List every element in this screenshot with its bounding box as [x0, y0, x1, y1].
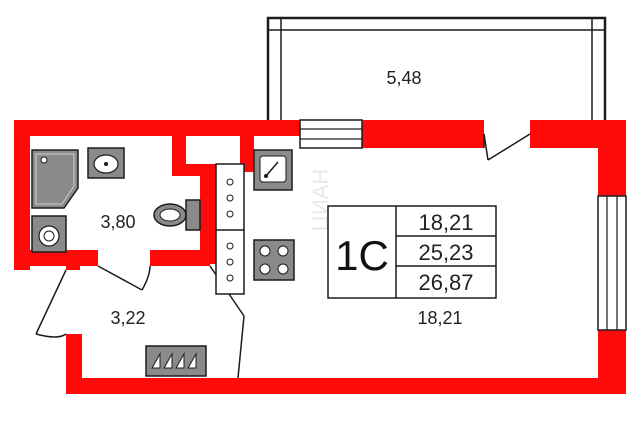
balcony-door — [483, 133, 531, 161]
unit-type-label: 1С — [335, 232, 389, 279]
total-area-value: 25,23 — [418, 240, 473, 265]
kitchen-sink-icon — [253, 149, 293, 191]
bathroom-area-label: 3,80 — [100, 212, 135, 232]
stove-icon — [253, 239, 295, 281]
total-area-with-balcony-value: 26,87 — [418, 270, 473, 295]
walls — [14, 120, 626, 394]
area-table: 1С 18,21 25,23 26,87 — [327, 205, 497, 299]
radiator-icon — [145, 345, 207, 377]
window-right — [597, 195, 627, 331]
bathroom-door — [97, 265, 151, 291]
shower-tray-icon — [31, 149, 79, 209]
washing-machine-icon — [31, 215, 67, 253]
window-top — [299, 119, 363, 149]
bathroom-sink-icon — [87, 147, 125, 179]
kitchen-cabinets — [215, 163, 245, 295]
hallway-area-label: 3,22 — [110, 308, 145, 328]
balcony-area-label: 5,48 — [386, 68, 421, 88]
entry-door — [35, 269, 67, 338]
living-area-value: 18,21 — [418, 210, 473, 235]
main-room-area-label: 18,21 — [417, 308, 462, 328]
balcony — [266, 16, 607, 124]
toilet-icon — [153, 199, 201, 231]
